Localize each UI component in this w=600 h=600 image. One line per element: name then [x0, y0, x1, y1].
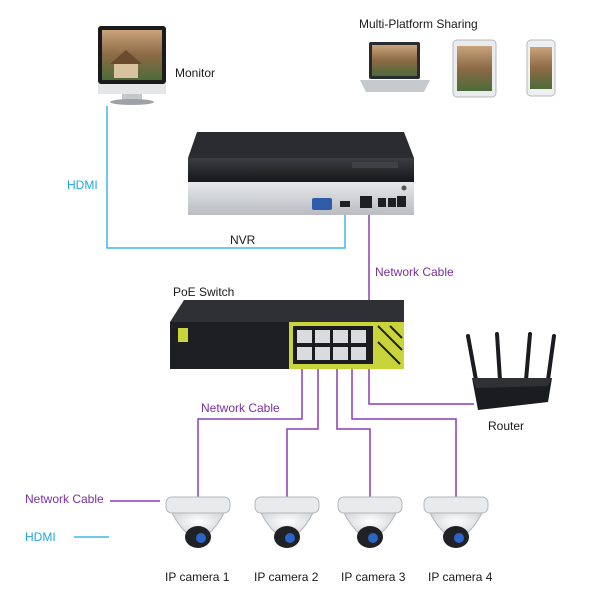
laptop-icon	[360, 42, 430, 92]
poe-switch-label: PoE Switch	[173, 285, 235, 299]
poe-switch-icon	[170, 300, 404, 369]
network-cable-label-top: Network Cable	[375, 265, 454, 279]
dome-camera-icon	[254, 496, 320, 548]
hdmi-label: HDMI	[67, 178, 98, 192]
network-cable-camera-1	[197, 368, 303, 497]
legend-hdmi-label: HDMI	[25, 530, 56, 544]
network-cable-label-mid: Network Cable	[201, 401, 280, 415]
camera-label-4: IP camera 4	[428, 570, 493, 584]
network-cable-switch-router	[368, 368, 474, 405]
multi-platform-label: Multi-Platform Sharing	[359, 17, 478, 31]
router-icon	[466, 332, 556, 410]
nvr-icon	[188, 132, 414, 215]
monitor-label: Monitor	[175, 66, 216, 80]
camera-label-2: IP camera 2	[254, 570, 319, 584]
network-cable-camera-4	[351, 368, 457, 497]
dome-camera-icon	[337, 496, 403, 548]
tablet-icon	[452, 39, 497, 98]
dome-camera-icon	[423, 496, 489, 548]
dome-camera-icon	[165, 496, 231, 548]
network-cable-camera-2	[286, 368, 319, 497]
camera-label-1: IP camera 1	[165, 570, 230, 584]
hdmi-cable-line	[106, 106, 346, 249]
network-cable-camera-3	[336, 368, 371, 497]
monitor-icon	[98, 26, 166, 105]
nvr-label: NVR	[230, 233, 256, 247]
camera-label-3: IP camera 3	[341, 570, 406, 584]
phone-icon	[526, 39, 556, 97]
legend-network-cable-label: Network Cable	[25, 492, 104, 506]
router-label: Router	[488, 419, 525, 433]
